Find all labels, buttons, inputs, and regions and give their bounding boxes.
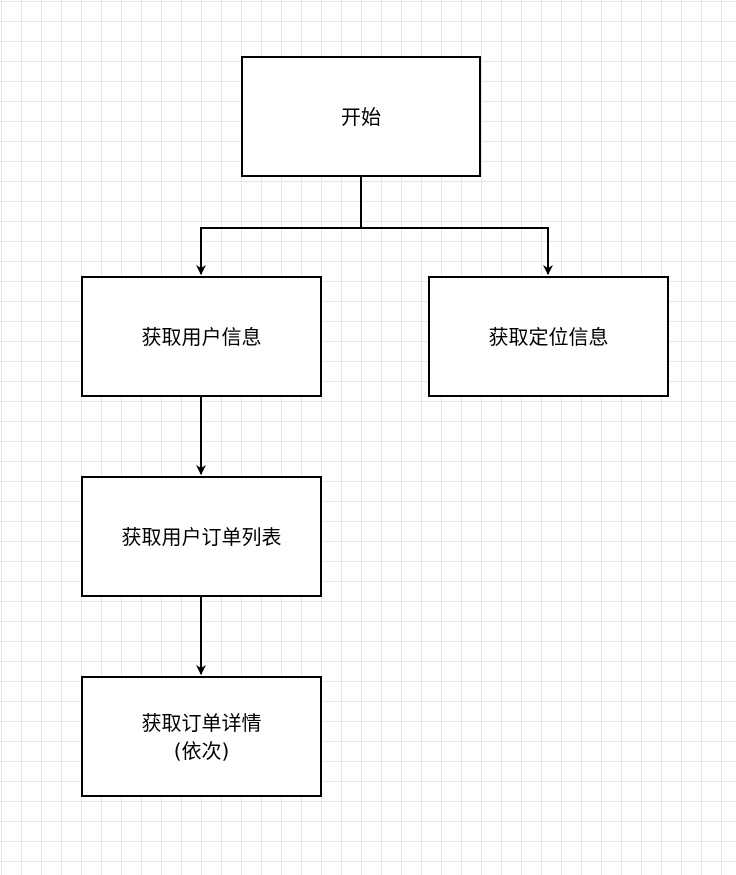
edge-start-to-get-user-info xyxy=(196,227,361,275)
node-get-user-info-label: 获取用户信息 xyxy=(141,324,262,349)
node-start-label: 开始 xyxy=(341,104,381,129)
edge-start-to-get-location-info xyxy=(361,227,553,275)
node-get-user-order-list-label: 获取用户订单列表 xyxy=(121,524,282,549)
node-get-user-order-list[interactable]: 获取用户订单列表 xyxy=(81,476,322,597)
node-get-order-detail[interactable]: 获取订单详情 (依次) xyxy=(81,676,322,797)
node-get-user-info[interactable]: 获取用户信息 xyxy=(81,276,322,397)
node-get-order-detail-label-line1: 获取订单详情 xyxy=(141,710,262,735)
node-get-order-detail-label-line2: (依次) xyxy=(173,738,230,763)
node-start[interactable]: 开始 xyxy=(241,56,481,177)
node-get-location-info-label: 获取定位信息 xyxy=(488,324,609,349)
node-get-location-info[interactable]: 获取定位信息 xyxy=(428,276,669,397)
